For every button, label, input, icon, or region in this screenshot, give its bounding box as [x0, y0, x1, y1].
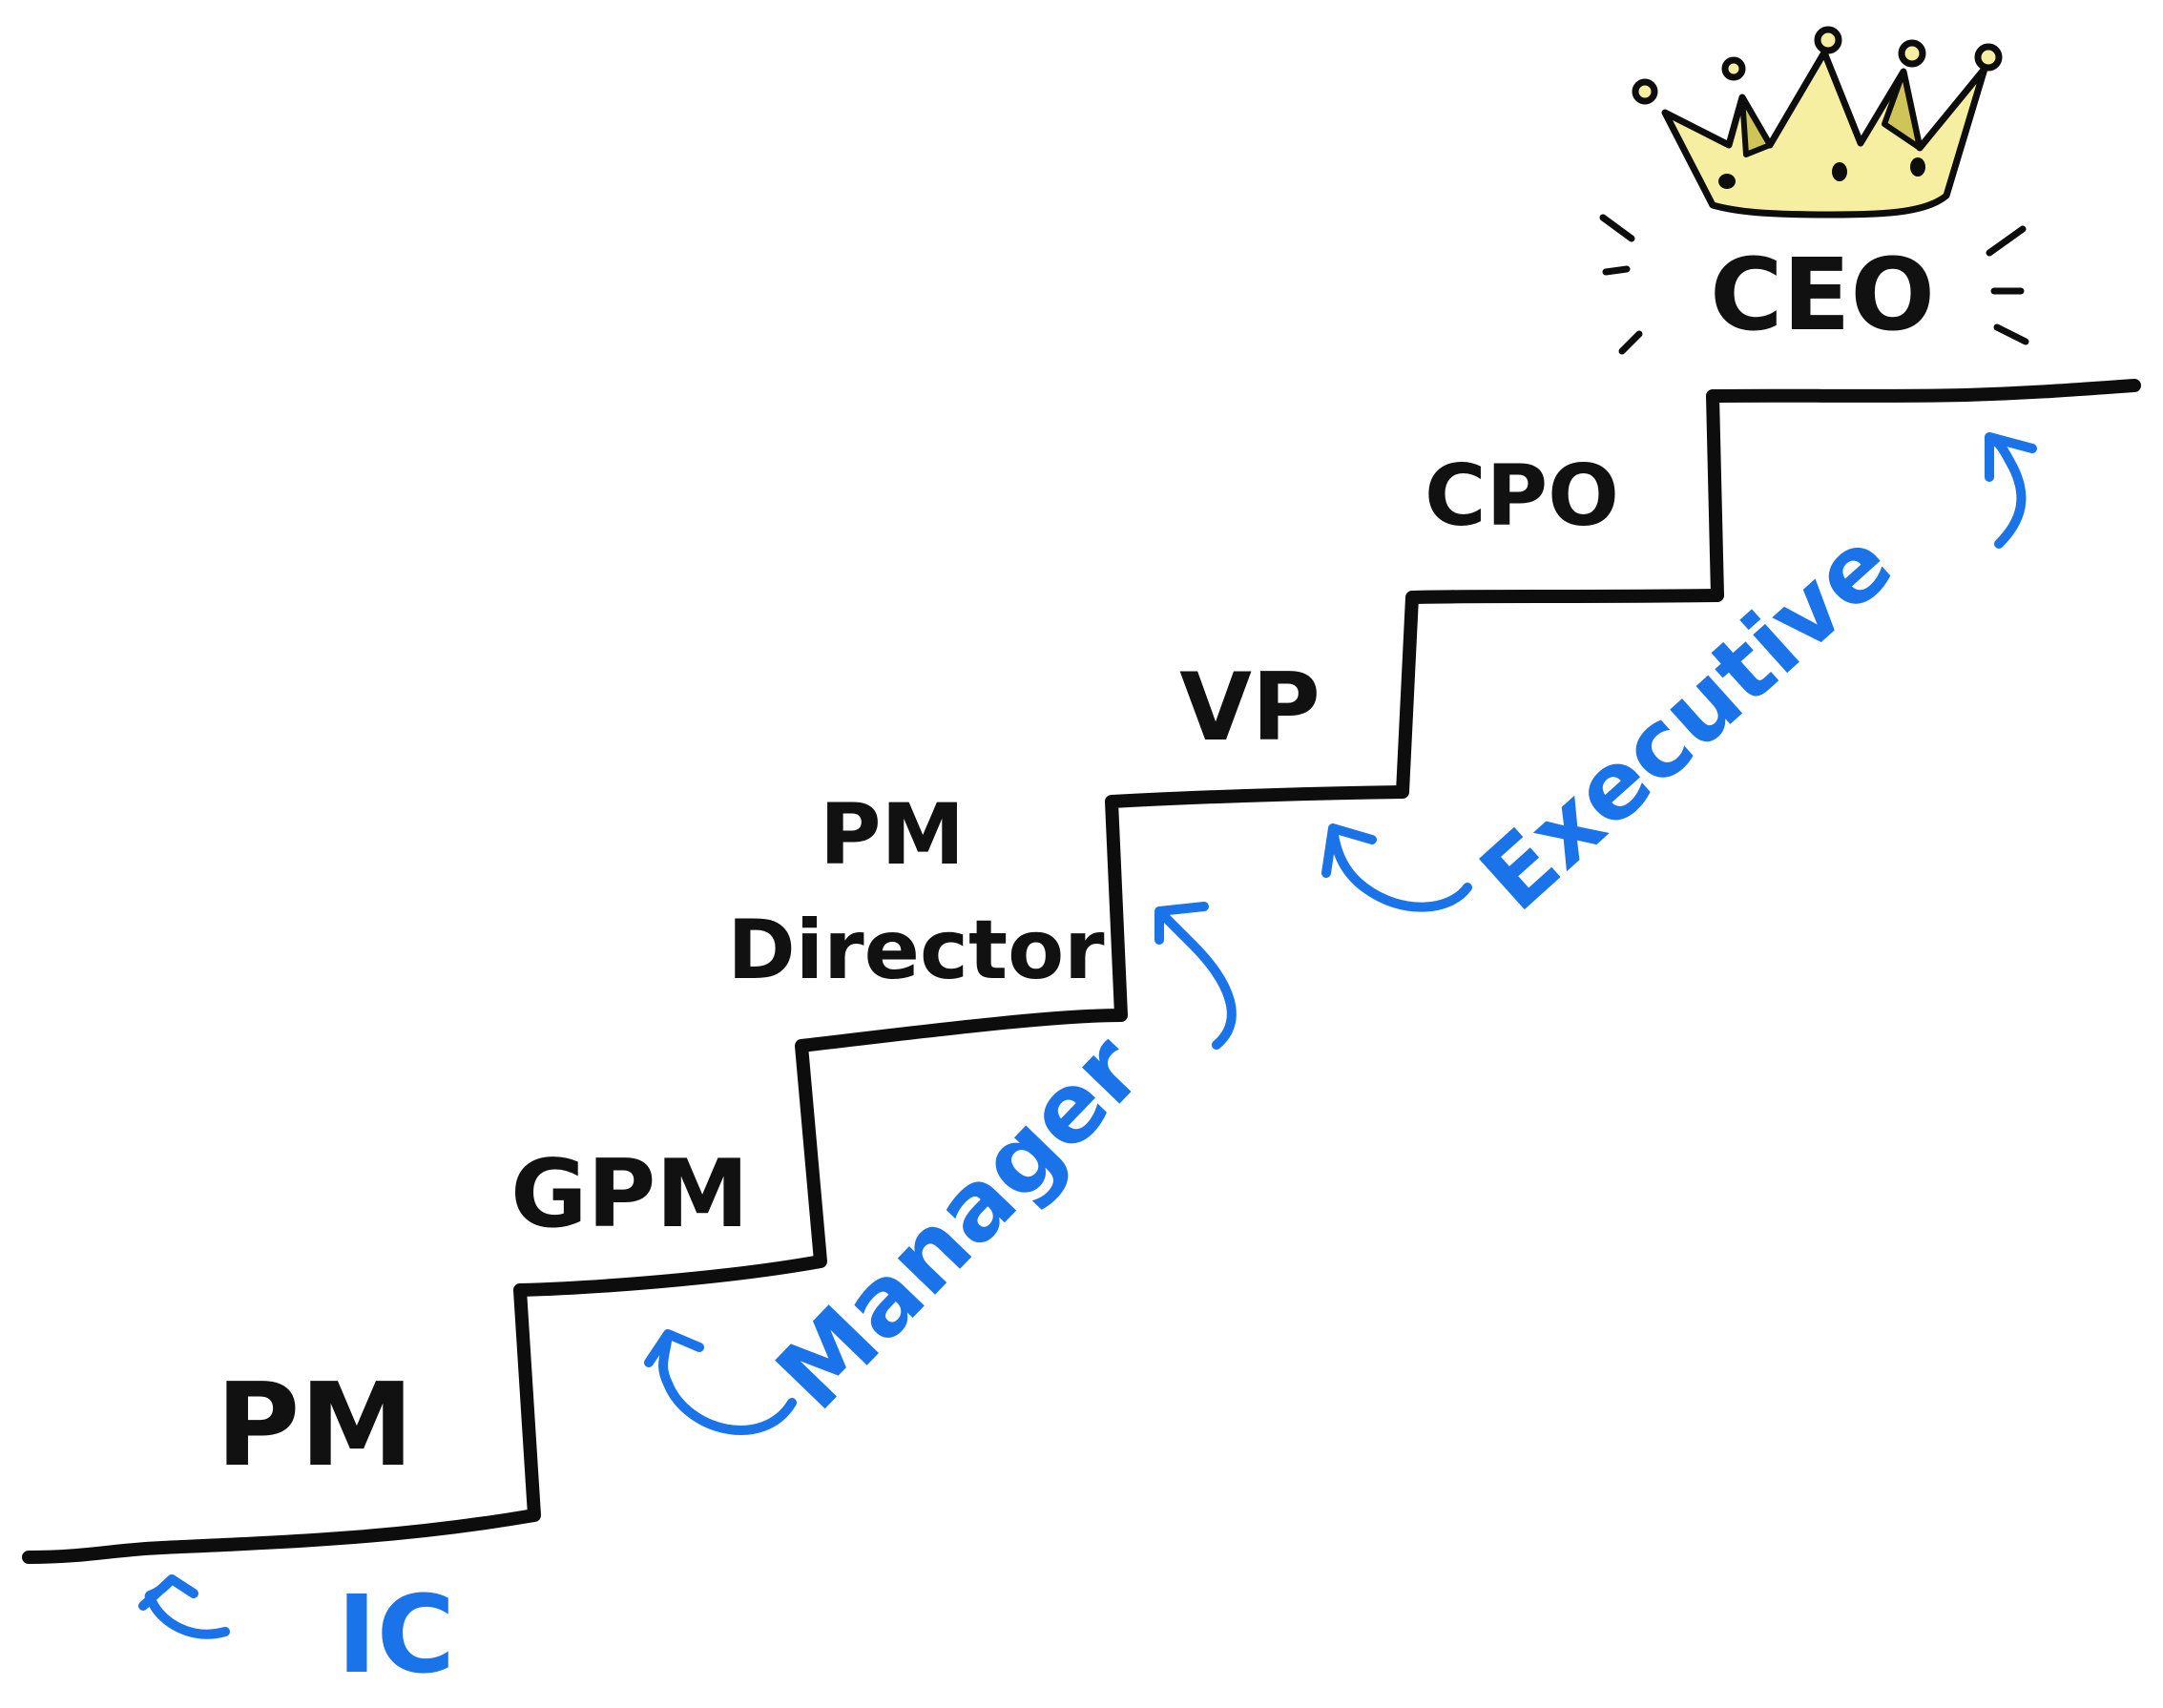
step-label-ceo: CEO: [1710, 237, 1935, 353]
crown-icon: [1632, 26, 2003, 219]
staircase-line: [22, 379, 2141, 1564]
ic-arrow-icon: [138, 1574, 230, 1639]
step-label-gpm: GPM: [510, 1140, 749, 1249]
manager-arrow-upper-icon: [1154, 902, 1237, 1050]
step-label-cpo: CPO: [1425, 447, 1619, 545]
step-label-pm-director-line2: Director: [727, 903, 1105, 998]
step-label-pm-director-line1: PM: [820, 785, 965, 884]
manager-arrow-icon: [644, 1329, 797, 1435]
category-label-executive: Executive: [1461, 510, 1913, 932]
ceo-sparkles: [1599, 214, 2029, 355]
step-label-vp: VP: [1179, 654, 1321, 762]
step-label-pm: PM: [216, 1360, 413, 1492]
executive-arrow-icon: [1321, 823, 1472, 912]
executive-arrow-upper-icon: [1985, 432, 2037, 549]
category-label-ic: IC: [337, 1573, 455, 1698]
